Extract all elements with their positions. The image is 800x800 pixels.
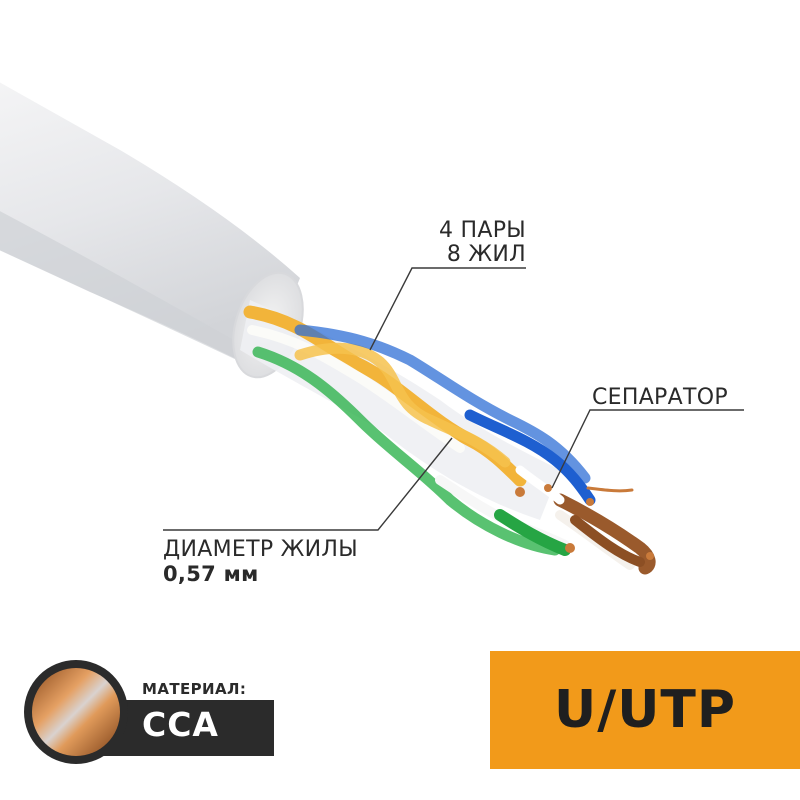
material-value: CCA xyxy=(142,705,219,744)
green-pair-wire xyxy=(252,346,561,556)
pairs-callout: 4 ПАРЫ 8 ЖИЛ xyxy=(380,219,526,267)
diameter-value: 0,57 мм xyxy=(163,562,259,586)
copper-core-end xyxy=(565,543,575,553)
copper-core-end xyxy=(515,487,525,497)
copper-core-end xyxy=(544,484,552,492)
blue-pair-wire xyxy=(294,324,591,484)
diameter-leader-line xyxy=(163,437,453,531)
green-pair-wire-2 xyxy=(494,509,571,556)
separator-callout: СЕПАРАТОР xyxy=(592,386,728,410)
cable-type-value: U/UTP xyxy=(553,680,737,740)
diameter-callout: ДИАМЕТР ЖИЛЫ 0,57 мм xyxy=(163,537,358,587)
brown-pair-wire xyxy=(553,493,656,575)
pairs-count-label: 4 ПАРЫ xyxy=(438,218,526,243)
separator-label: СЕПАРАТОР xyxy=(592,385,728,410)
orange-pair-white-wire xyxy=(247,325,465,453)
cores-count-label: 8 ЖИЛ xyxy=(446,242,526,267)
pairs-leader-line xyxy=(369,267,526,351)
copper-wire-cross-section-icon xyxy=(24,660,128,764)
separator-copper-tip xyxy=(586,486,634,493)
separator-spline xyxy=(515,465,565,505)
copper-core-end xyxy=(646,552,654,560)
cable-jacket xyxy=(0,82,300,372)
brown-pair-wire-2 xyxy=(570,515,645,567)
blue-pair-wire-2 xyxy=(464,409,596,506)
copper-core-end xyxy=(586,498,594,506)
material-badge: МАТЕРИАЛ: CCA xyxy=(22,658,282,766)
separator-leader-line xyxy=(551,409,744,489)
cable-jacket-shadow xyxy=(0,211,262,372)
diameter-label: ДИАМЕТР ЖИЛЫ xyxy=(163,537,358,562)
material-caption: МАТЕРИАЛ: xyxy=(142,680,247,698)
orange-pair-wire-2 xyxy=(294,342,511,468)
cable-type-badge: U/UTP xyxy=(490,651,800,769)
